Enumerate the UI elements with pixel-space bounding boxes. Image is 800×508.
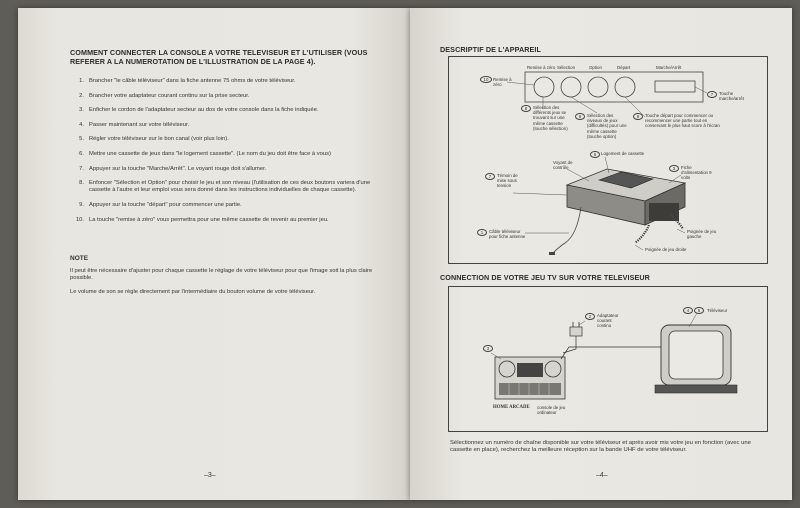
label-marche-arret-top: Marche/Arrêt (656, 65, 682, 70)
list-item: 4.Passer maintenant sur votre téléviseur… (79, 121, 190, 128)
section-title-descriptif: DESCRIPTIF DE L'APPAREIL (440, 45, 542, 54)
label-remise-a-zero-top: Remise à zéro (527, 65, 556, 70)
callout-8: 8 (521, 105, 531, 113)
label-depart-top: Départ (617, 65, 631, 70)
callout-5: 5 (694, 307, 704, 315)
callout-10: 10 (480, 76, 492, 84)
note-text-2: Le volume de son se règle directement pa… (70, 289, 316, 295)
list-item: 6.Mettre une cassette de jeux dans "le l… (79, 150, 331, 157)
page-number-left: –3– (204, 472, 216, 479)
label-selection-jeux: Sélection des différents jeux se trouvan… (533, 105, 568, 131)
label-console-jeu: console de jeu ordinateur (537, 405, 566, 416)
label-option-top: Option (589, 65, 602, 70)
callout-7-temoin: 7 (485, 173, 495, 181)
brand-home-arcade: HOME ARCADE (493, 405, 530, 410)
note-title: NOTE (70, 255, 89, 262)
label-poignee-droite: Poignée de jeu droite (645, 247, 687, 252)
instruction-list: 1.Brancher "le câble téléviseur" dans la… (72, 78, 392, 231)
left-page: COMMENT CONNECTER LA CONSOLE A VOTRE TEL… (18, 8, 410, 500)
callout-2: 2 (585, 313, 595, 321)
callout-3-connection: 3 (483, 345, 493, 353)
label-selection-niveaux: Sélection des niveaux de jeux (difficult… (587, 113, 627, 139)
callout-3: 3 (669, 165, 679, 173)
label-cable-televiseur: Câble téléviseur pour fiche antenne (489, 229, 526, 240)
list-item: 9.Appuyer sur la touche "départ" pour co… (79, 201, 242, 208)
left-page-title: COMMENT CONNECTER LA CONSOLE A VOTRE TEL… (70, 48, 368, 67)
label-fiche-alimentation: Fiche d'alimentation 9 volts (681, 165, 712, 181)
callout-6: 6 (590, 151, 600, 159)
callout-8-option: 8 (575, 113, 585, 121)
list-item: 10.La touche "remise à zéro" vous permet… (75, 216, 329, 223)
label-poignee-gauche: Poignée de jeu gauche (687, 229, 717, 240)
callout-7: 7 (707, 91, 717, 99)
list-item: 7.Appuyer sur la touche "Marche/Arrêt". … (79, 165, 267, 172)
page-number-right: –4– (596, 472, 608, 479)
list-item: 1.Brancher "le câble téléviseur" dans la… (79, 78, 296, 84)
callout-4: 4 (683, 307, 693, 315)
connection-caption: Sélectionnez un numéro de chaîne disponi… (450, 440, 751, 454)
label-voyant-controle: Voyant de contrôle (553, 160, 573, 171)
list-item: 2.Brancher votre adaptateur courant cont… (79, 92, 250, 99)
note-text-1: Il peut être nécessaire d'ajuster pour c… (70, 268, 373, 282)
label-temoin-tension: Témoin de mise sous tension (497, 173, 518, 189)
label-adaptateur: Adaptateur courant continu (597, 313, 619, 329)
connection-illustration (490, 312, 738, 400)
label-logement-cassette: Logement de cassette (601, 151, 645, 156)
list-item: 3.Enficher le cordon de l'adaptateur sec… (79, 107, 319, 114)
console-illustration (506, 71, 708, 255)
callout-9: 9 (633, 113, 643, 121)
label-touche-marche-arret: Touche marche/arrêt (719, 91, 744, 102)
console-diagram: Remise à zéro Sélection Option Départ Ma… (448, 56, 768, 264)
list-item: 8.Enfoncer "Sélection et Option" pour ch… (79, 180, 371, 194)
callout-1: 1 (477, 229, 487, 237)
label-touche-depart: Touche départ pour commencer ou recommen… (645, 113, 720, 129)
list-item: 5.Régler votre téléviseur sur le bon can… (79, 136, 229, 143)
label-selection-top: Sélection (557, 65, 576, 70)
label-televiseur: Téléviseur (707, 308, 728, 313)
section-title-connection: CONNECTION DE VOTRE JEU TV SUR VOTRE TEL… (440, 273, 650, 282)
label-remise-a-zero: Remise à zéro (493, 77, 512, 88)
connection-diagram: 2 Adaptateur courant continu 3 4 5 Télév… (448, 286, 768, 432)
right-page: DESCRIPTIF DE L'APPAREIL (410, 8, 792, 500)
